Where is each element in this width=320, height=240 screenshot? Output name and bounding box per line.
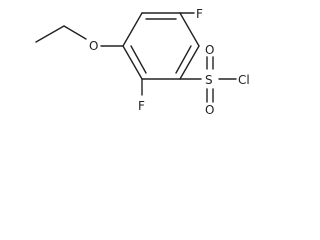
atom-chlorine: Cl <box>238 73 250 87</box>
ring-bond-bottom-left-inner <box>130 45 147 74</box>
ring-bond-top-left <box>122 12 143 47</box>
atom-oxygen-bottom: O <box>205 103 214 117</box>
bond-ch2-to-ch3 <box>35 25 65 43</box>
ring-bond-bottom-left <box>122 45 143 80</box>
atom-fluorine-bottom: F <box>138 99 145 113</box>
ring-bond-bottom-right <box>179 45 200 80</box>
bond-ether-oxygen-to-ch2 <box>63 25 87 40</box>
benzene-ring <box>122 12 200 80</box>
ring-bond-top-right <box>179 12 200 47</box>
atom-oxygen-top: O <box>205 43 214 57</box>
structure-diagram: F F O O S O Cl <box>35 7 250 117</box>
atom-fluorine-top: F <box>196 7 203 21</box>
atom-ether-oxygen: O <box>89 39 98 53</box>
atom-sulfur: S <box>205 73 213 87</box>
ring-bond-bottom-right-inner <box>175 45 192 74</box>
